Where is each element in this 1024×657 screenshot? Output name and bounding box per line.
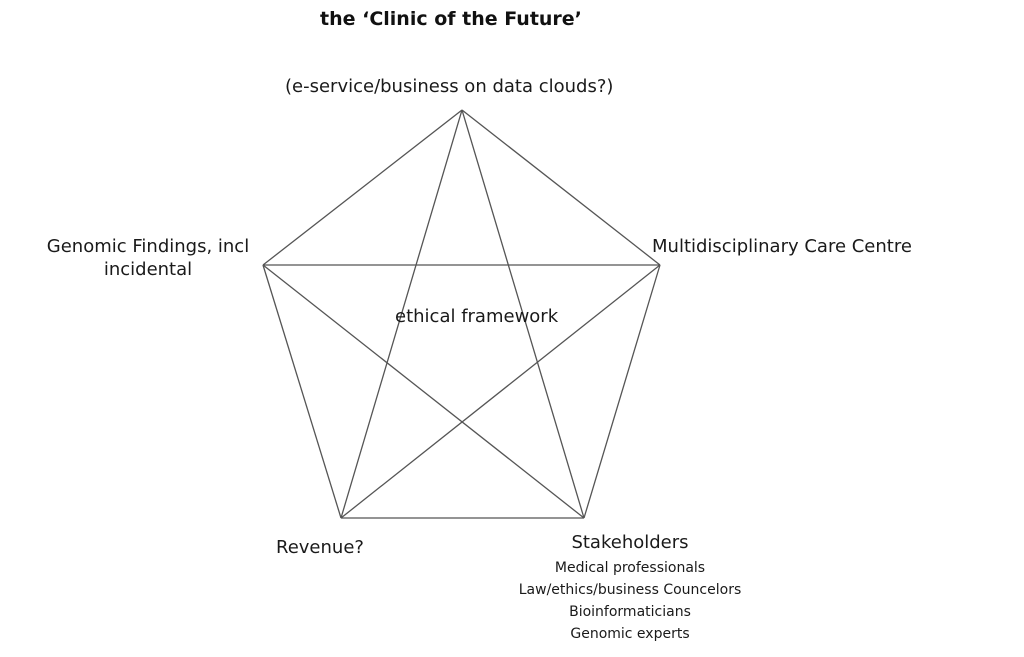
stakeholder-item: Genomic experts	[570, 625, 690, 642]
edge-top-right	[461, 109, 661, 266]
edge-right-bottom_left	[340, 264, 661, 519]
edge-top-bottom_right	[461, 109, 585, 519]
edge-right-bottom_right	[583, 264, 661, 519]
node-left-label: Genomic Findings, incl incidental	[46, 236, 250, 280]
stakeholders-list: Medical professionals Law/ethics/busines…	[480, 557, 780, 645]
stakeholder-item: Medical professionals	[554, 559, 706, 576]
node-bottom-right: Stakeholders Medical professionals Law/e…	[480, 532, 780, 645]
edge-left-top	[262, 109, 463, 266]
edge-bottom_left-left	[262, 264, 342, 519]
edge-left-bottom_right	[262, 264, 585, 519]
stakeholder-item: Bioinformaticians	[569, 603, 691, 620]
node-right-label: Multidisciplinary Care Centre	[652, 236, 912, 257]
diagram-title: the ‘Clinic of the Future’	[320, 8, 582, 30]
node-top-label: (e-service/business on data clouds?)	[285, 76, 614, 97]
node-bottom-left-label: Revenue?	[276, 537, 364, 558]
node-bottom-right-label: Stakeholders	[571, 532, 689, 553]
edge-top-bottom_left	[340, 109, 463, 519]
center-label: ethical framework	[395, 306, 559, 327]
stakeholder-item: Law/ethics/business Councelors	[518, 581, 742, 598]
edges-group	[262, 109, 661, 519]
